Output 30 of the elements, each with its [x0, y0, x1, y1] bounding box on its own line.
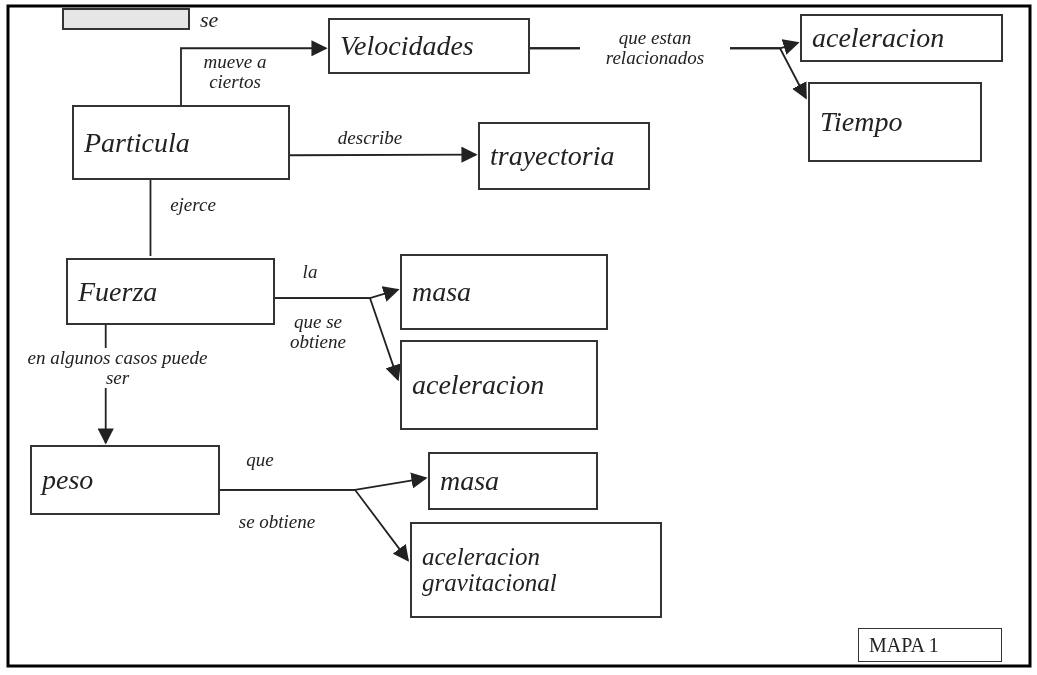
redacted-box — [62, 8, 190, 30]
concept-text: aceleracion — [812, 23, 945, 53]
arrow — [274, 297, 401, 382]
concept-box — [808, 82, 982, 162]
arrow — [289, 146, 478, 163]
concept-box — [30, 445, 220, 515]
concept-box — [72, 105, 290, 180]
arrow — [219, 488, 409, 562]
concept-box — [800, 14, 1003, 62]
concept-box — [428, 452, 598, 510]
concept-text: Tiempo — [820, 107, 903, 137]
concept-box — [478, 122, 650, 190]
edge-label: en algunos casos puede ser — [25, 348, 210, 388]
concept-text: masa — [440, 466, 500, 496]
concept-box — [400, 254, 608, 330]
concept-box — [66, 258, 275, 325]
arrow — [180, 40, 328, 106]
concept-text: MAPA 1 — [869, 634, 939, 656]
concept-text: Fuerza — [78, 276, 158, 307]
concept-text: masa — [412, 277, 472, 307]
concept-text: peso — [42, 465, 94, 495]
map-title-box — [858, 628, 1002, 662]
concept-text: aceleracion gravitacional — [422, 543, 558, 597]
concept-box — [328, 18, 530, 74]
concept-text: trayectoria — [490, 141, 615, 171]
concept-text: Velocidades — [340, 31, 474, 61]
concept-text: Particula — [84, 127, 190, 158]
concept-box — [400, 340, 598, 430]
concept-box — [410, 522, 662, 618]
concept-text: aceleracion — [412, 370, 545, 400]
